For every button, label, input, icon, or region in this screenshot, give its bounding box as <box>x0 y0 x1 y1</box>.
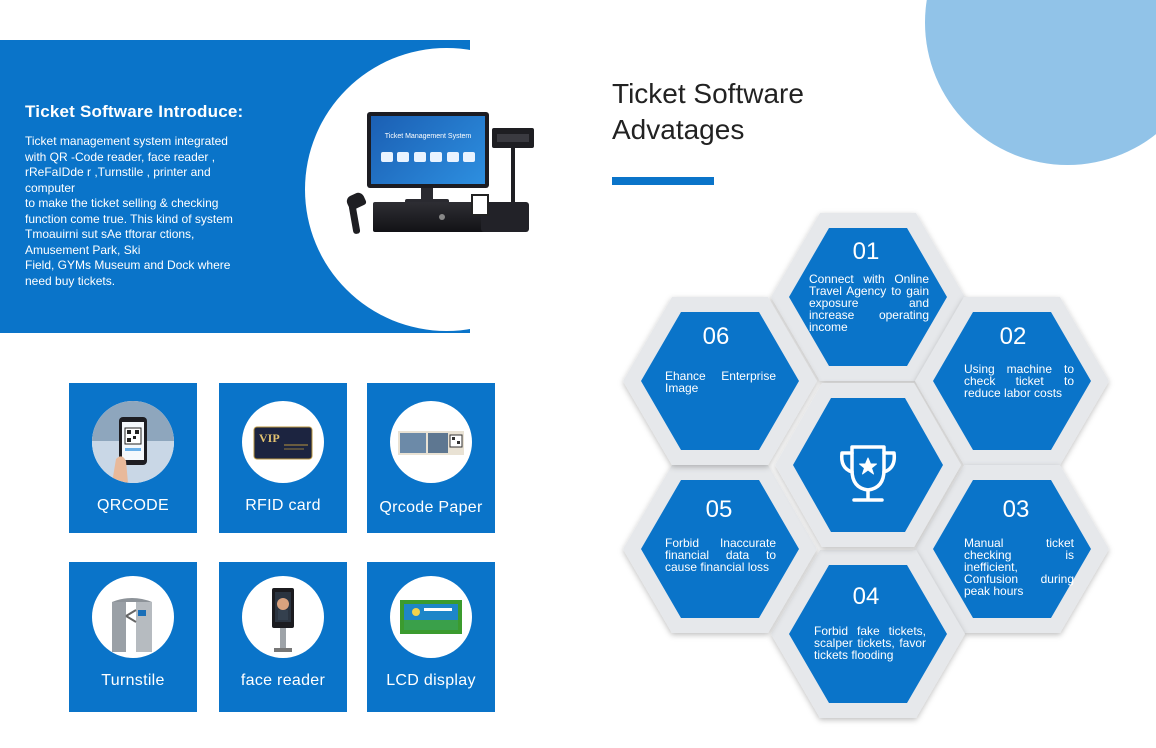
feature-card-face-reader[interactable]: face reader <box>219 562 347 712</box>
feature-card-qrcode[interactable]: QRCODE <box>69 383 197 533</box>
hexagon-06 <box>623 297 817 465</box>
lcd-display-icon <box>390 576 472 658</box>
advantage-text: Connect with Online Travel Agency to gai… <box>809 272 929 334</box>
qr-scanner-stand <box>471 194 489 216</box>
feature-card-turnstile[interactable]: Turnstile <box>69 562 197 712</box>
hexagon-05 <box>623 465 817 633</box>
feature-label: LCD display <box>386 672 476 689</box>
monitor-stand <box>421 188 433 200</box>
feature-label: QRCODE <box>96 497 170 514</box>
hexagon-04 <box>771 550 965 718</box>
advantage-text: Forbid fake tickets, scalper tickets, fa… <box>814 624 926 662</box>
paper-ticket-icon <box>390 401 472 483</box>
advantage-text: Using machine to check ticket to reduce … <box>964 362 1074 400</box>
monitor: Ticket Management System <box>367 112 489 188</box>
decorative-circle <box>925 0 1156 165</box>
intro-title: Ticket Software Introduce: <box>25 102 244 121</box>
advantage-number: 05 <box>705 496 733 523</box>
feature-card-qrcode-paper[interactable]: Qrcode Paper <box>367 383 495 533</box>
receipt-printer <box>481 202 529 232</box>
advantages-title: Ticket Software Advatages <box>612 78 804 145</box>
advantages-hexagon-diagram <box>623 213 1109 718</box>
screen-app-icons <box>381 152 475 162</box>
monitor-base <box>405 199 449 204</box>
advantage-number: 02 <box>999 323 1027 350</box>
advantage-number: 04 <box>852 583 880 610</box>
rfid-card-icon: VIP <box>242 401 324 483</box>
drawer-lock-icon <box>439 214 445 220</box>
vip-card-text: VIP <box>259 431 280 445</box>
trophy-icon <box>839 445 897 502</box>
advantage-number: 06 <box>702 323 730 350</box>
turnstile-icon <box>92 576 174 658</box>
hexagon-01 <box>771 213 965 381</box>
monitor-screen: Ticket Management System <box>371 116 485 184</box>
face-reader-icon <box>242 576 324 658</box>
title-underline <box>612 177 714 185</box>
barcode-scanner-grip <box>348 203 361 235</box>
advantage-text: Forbid Inaccurate financial data to caus… <box>665 536 776 574</box>
pos-system-image: Ticket Management System <box>305 48 588 331</box>
feature-card-lcd-display[interactable]: LCD display <box>367 562 495 712</box>
feature-card-rfid[interactable]: VIP RFID card <box>219 383 347 533</box>
feature-label: RFID card <box>245 497 321 514</box>
advantage-text: Manual ticket checking is inefficient, C… <box>964 536 1074 598</box>
screen-title: Ticket Management System <box>384 133 472 140</box>
qrcode-phone-icon <box>92 401 174 483</box>
hexagon-03 <box>915 465 1109 633</box>
advantage-text: Ehance Enterprise Image <box>665 369 776 395</box>
feature-label: Qrcode Paper <box>379 499 483 516</box>
feature-label: Turnstile <box>101 672 165 689</box>
hexagon-02 <box>915 297 1109 465</box>
intro-description: Ticket management system integrated with… <box>25 134 233 288</box>
customer-display-pole <box>511 144 515 214</box>
customer-display <box>492 128 534 148</box>
feature-label: face reader <box>240 672 326 689</box>
advantage-number: 03 <box>1002 496 1030 523</box>
advantage-number: 01 <box>852 238 880 265</box>
